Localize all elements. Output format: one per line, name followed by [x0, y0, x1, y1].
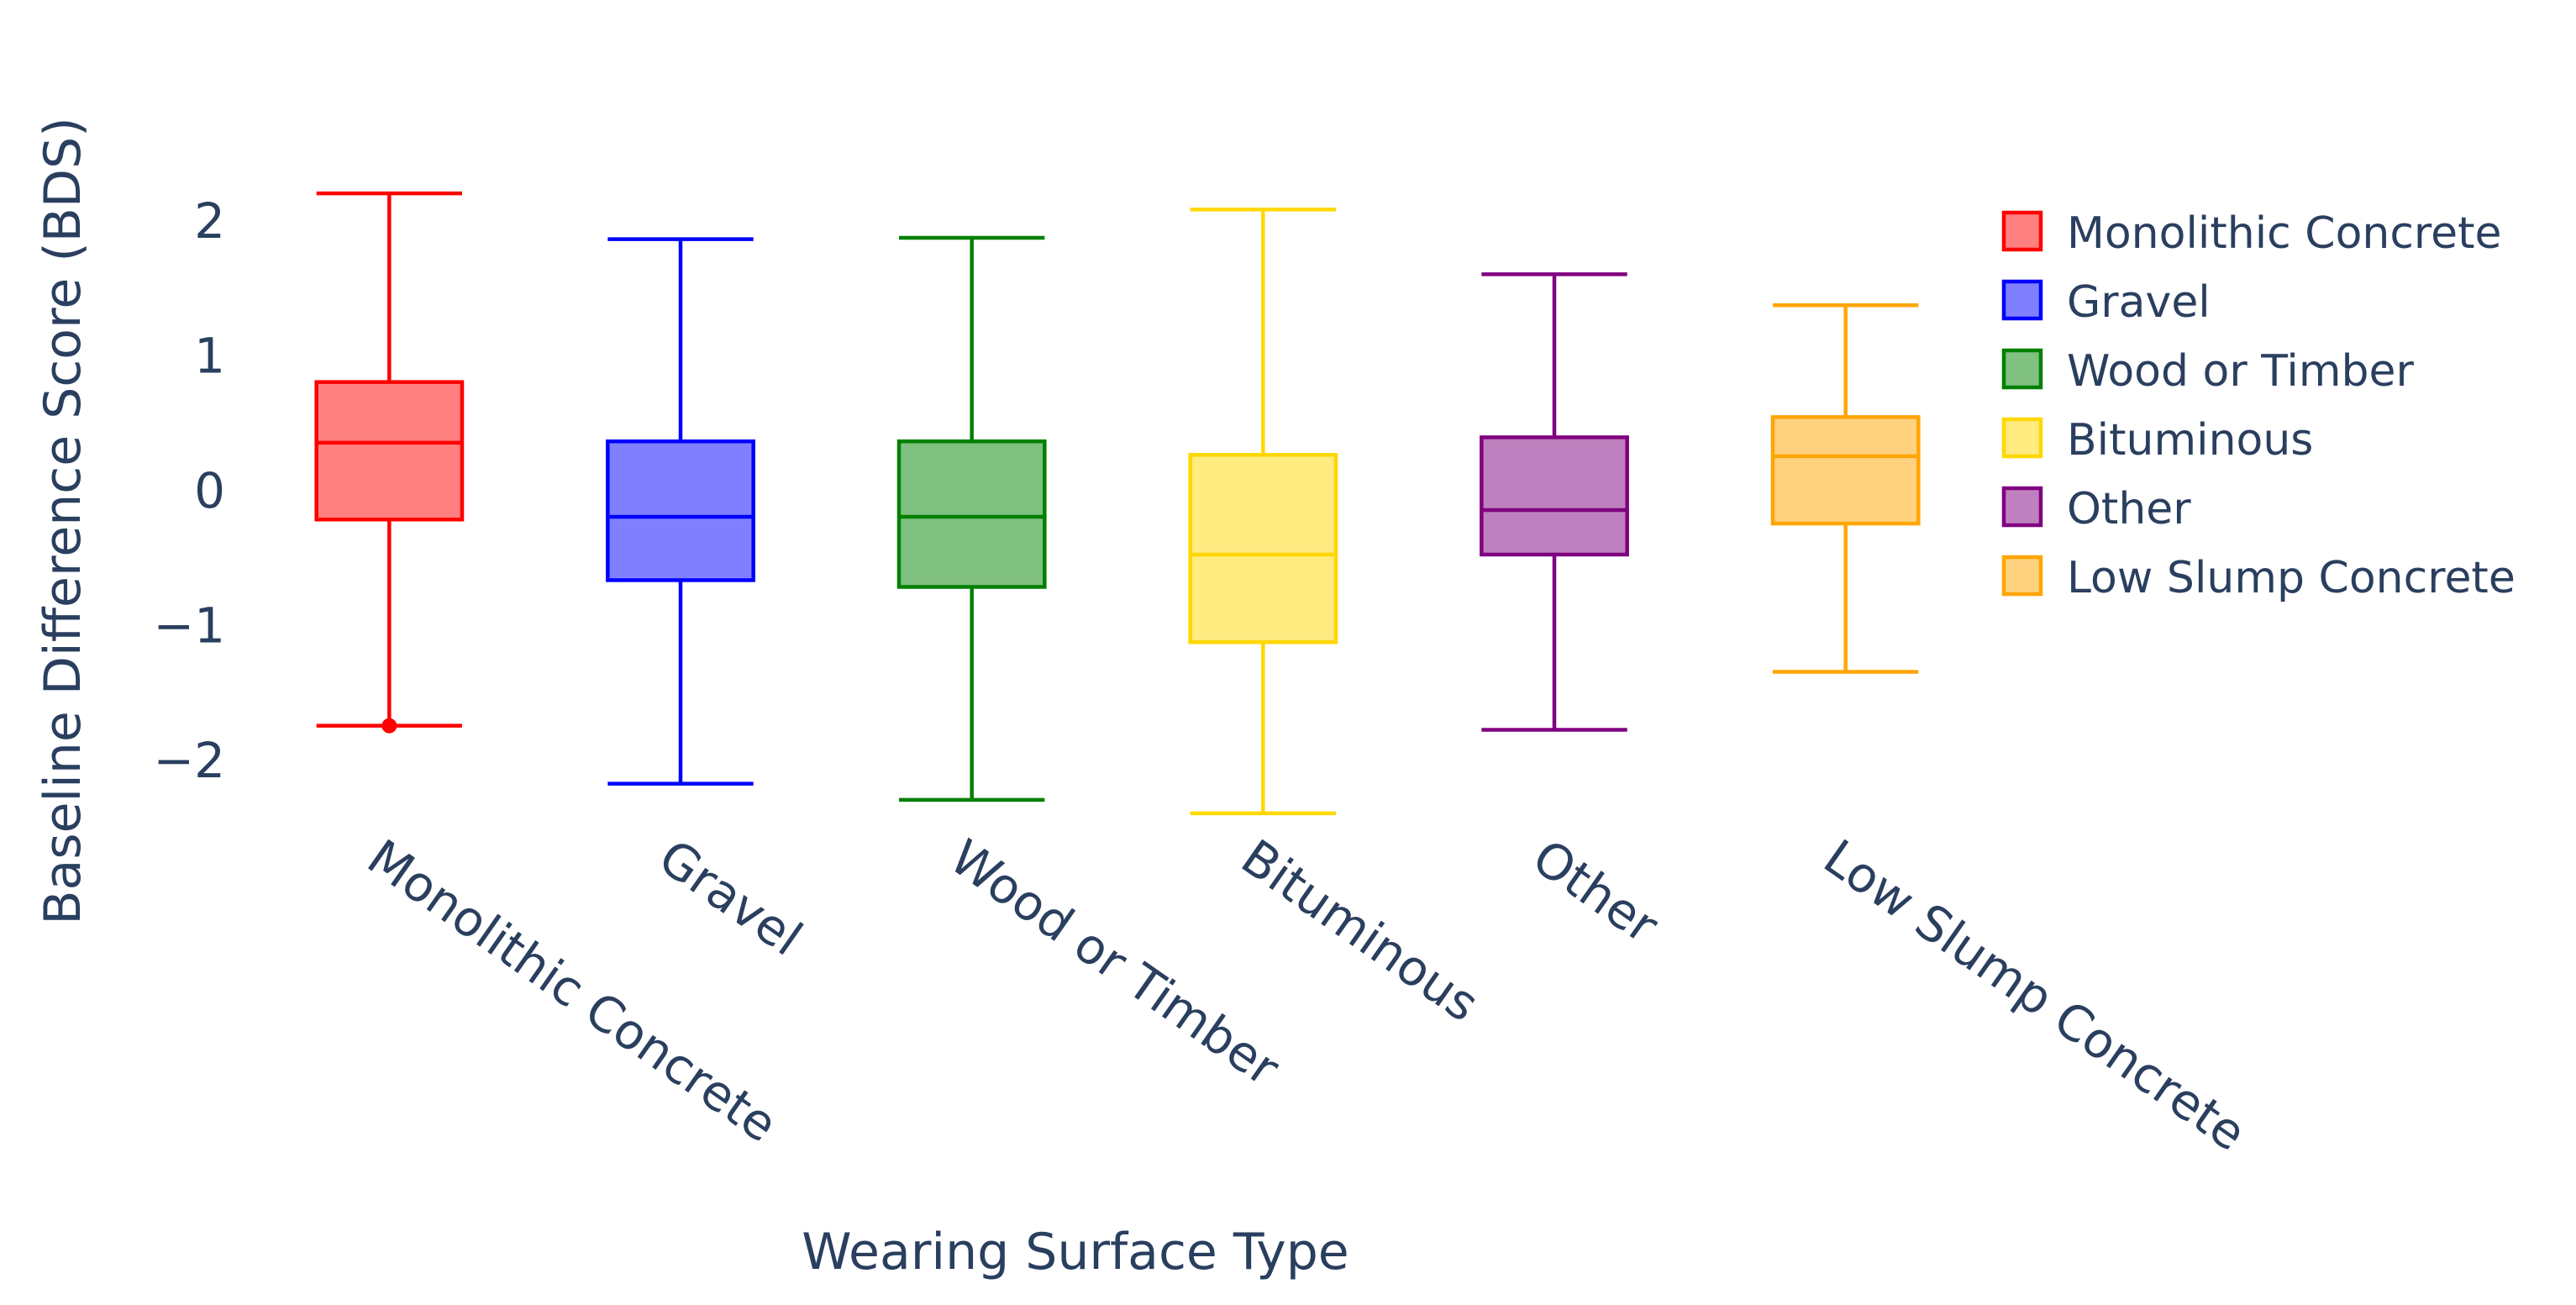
legend-swatch — [2001, 348, 2043, 390]
box-other — [1480, 272, 1629, 732]
box-series-group — [314, 191, 1921, 816]
legend-label: Bituminous — [2067, 415, 2313, 466]
legend-label: Low Slump Concrete — [2067, 553, 2516, 603]
box-bituminous — [1188, 208, 1338, 816]
outlier-point — [381, 718, 397, 734]
iqr-box — [606, 439, 755, 582]
iqr-box — [1188, 453, 1338, 645]
legend-swatch — [2001, 210, 2043, 252]
legend-label: Gravel — [2067, 277, 2211, 328]
iqr-box — [314, 380, 465, 522]
legend-item: Other — [2001, 484, 2191, 534]
box-low-slump-concrete — [1770, 303, 1921, 674]
y-axis-title: Baseline Difference Score (BDS) — [34, 117, 92, 924]
legend-label: Monolithic Concrete — [2067, 208, 2502, 259]
legend-item: Bituminous — [2001, 415, 2313, 466]
box-wood-or-timber — [896, 235, 1047, 802]
legend-swatch — [2001, 555, 2043, 597]
legend-item: Monolithic Concrete — [2001, 208, 2502, 259]
legend-label: Wood or Timber — [2067, 346, 2415, 397]
y-axis-ticks: −2 −1 0 1 2 — [154, 192, 226, 789]
iqr-box — [896, 439, 1047, 589]
legend-swatch — [2001, 486, 2043, 528]
legend-item: Wood or Timber — [2001, 346, 2415, 397]
y-tick-label: −2 — [154, 732, 226, 789]
y-tick-label: 1 — [194, 328, 225, 385]
iqr-box — [1770, 415, 1921, 526]
x-axis-title: Wearing Surface Type — [802, 1223, 1348, 1281]
legend-item: Gravel — [2001, 277, 2211, 328]
legend-label: Other — [2067, 484, 2191, 534]
legend-swatch — [2001, 279, 2043, 321]
iqr-box — [1480, 435, 1629, 557]
legend-item: Low Slump Concrete — [2001, 553, 2516, 603]
y-tick-label: −1 — [154, 597, 226, 654]
x-tick-label: Other — [1522, 829, 1669, 955]
y-tick-label: 2 — [194, 192, 225, 250]
x-tick-label: Low Slump Concrete — [1814, 829, 2257, 1162]
legend-swatch — [2001, 417, 2043, 459]
box-gravel — [606, 237, 755, 786]
y-tick-label: 0 — [194, 462, 225, 519]
box-monolithic-concrete — [314, 191, 465, 734]
x-tick-label: Gravel — [649, 829, 812, 967]
x-tick-label: Bituminous — [1231, 829, 1489, 1033]
